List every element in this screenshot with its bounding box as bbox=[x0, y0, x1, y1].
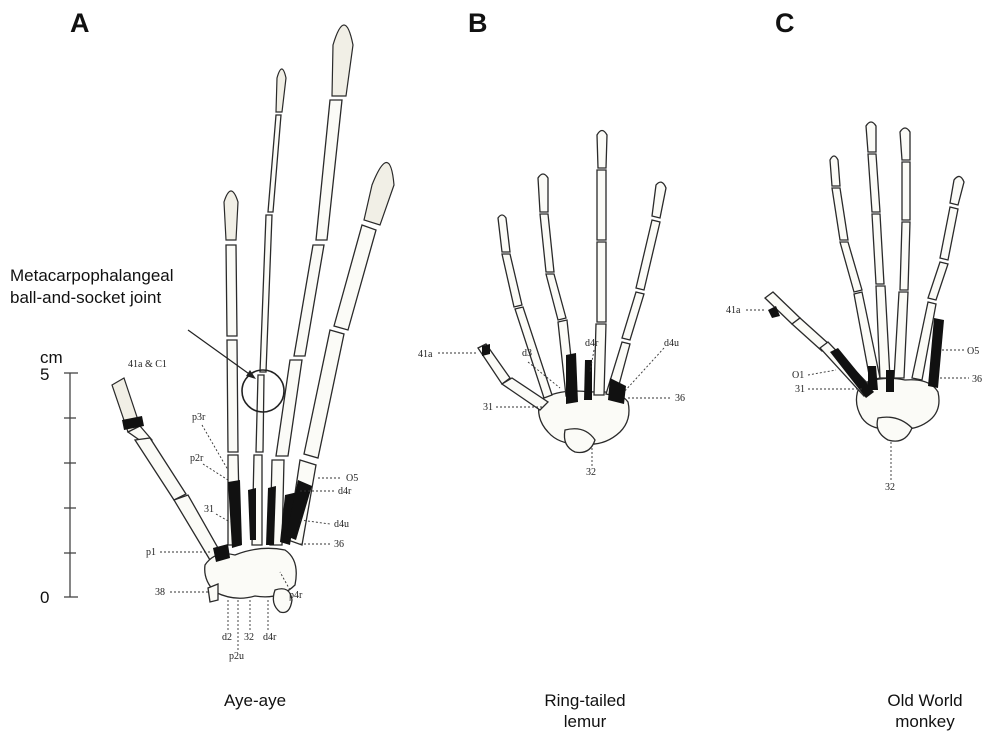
scale-bar bbox=[64, 373, 78, 597]
label-d4r: d4r bbox=[585, 338, 599, 349]
label-d2: d2 bbox=[222, 632, 232, 643]
label-p3r: p3r bbox=[192, 412, 206, 423]
monkey-hand: 41a O1 31 O5 36 32 bbox=[726, 122, 982, 493]
label-d3: d3 bbox=[522, 348, 532, 359]
label-31: 31 bbox=[483, 402, 493, 413]
label-41a: 41a bbox=[418, 349, 433, 360]
label-32: 32 bbox=[586, 467, 596, 478]
label-o5: O5 bbox=[967, 346, 979, 357]
label-d4u: d4u bbox=[664, 338, 679, 349]
aye-aye-hand: 41a & C1 p3r p2r 31 p1 38 d2 32 p2u d4r … bbox=[112, 25, 394, 662]
label-o1: O1 bbox=[792, 370, 804, 381]
label-32: 32 bbox=[885, 482, 895, 493]
label-41a-c1: 41a & C1 bbox=[128, 359, 167, 370]
label-36: 36 bbox=[675, 393, 685, 404]
label-31: 31 bbox=[204, 504, 214, 515]
label-36: 36 bbox=[972, 374, 982, 385]
label-p2u: p2u bbox=[229, 651, 244, 662]
label-36: 36 bbox=[334, 539, 344, 550]
label-p1: p1 bbox=[146, 547, 156, 558]
label-31: 31 bbox=[795, 384, 805, 395]
label-d4r: d4r bbox=[263, 632, 277, 643]
label-d4u: d4u bbox=[334, 519, 349, 530]
label-d4r-upper: d4r bbox=[338, 486, 352, 497]
label-41a: 41a bbox=[726, 305, 741, 316]
label-p4r: p4r bbox=[289, 590, 303, 601]
label-32: 32 bbox=[244, 632, 254, 643]
lemur-hand: 41a d3 d4r d4u 31 36 32 bbox=[418, 131, 685, 479]
label-38: 38 bbox=[155, 587, 165, 598]
label-p2r: p2r bbox=[190, 453, 204, 464]
label-o5: O5 bbox=[346, 473, 358, 484]
